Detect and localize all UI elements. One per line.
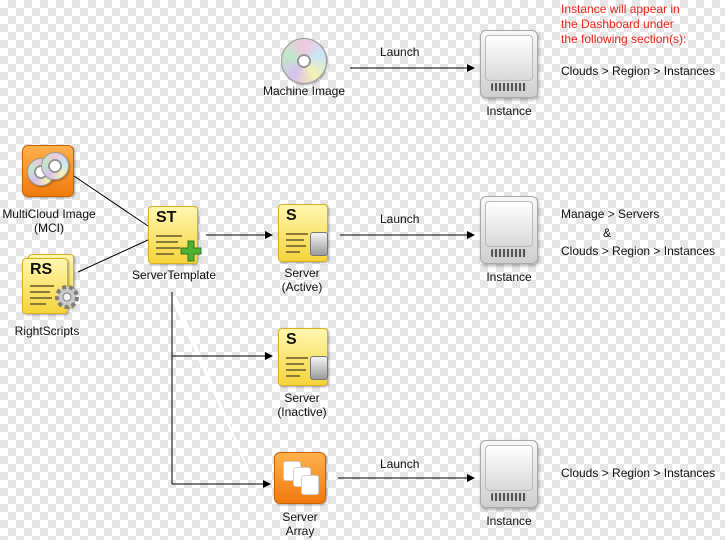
server-inactive-label-line1: Server (284, 391, 320, 405)
server-array-icon (274, 452, 326, 504)
server-active-drive-icon (310, 232, 328, 256)
gear-icon (55, 285, 79, 309)
launch-label-1: Launch (380, 45, 420, 59)
s-letter-inactive: S (286, 331, 297, 348)
section-label-ampersand: & (603, 226, 612, 240)
mci-disc-icon-2 (41, 152, 69, 180)
server-active-label-line1: Server (284, 266, 320, 280)
server-active-label: Server (Active) (262, 266, 342, 294)
plus-icon (180, 240, 202, 262)
array-shadow-wedge (170, 296, 270, 520)
section-label-row4: Clouds > Region > Instances (561, 466, 716, 480)
server-array-label-line1: Server (282, 510, 318, 524)
launch-label-3: Launch (380, 457, 420, 471)
instance-label-3: Instance (486, 514, 532, 528)
section-label-manage-servers: Manage > Servers (561, 207, 660, 221)
note-line-2: the Dashboard under (561, 17, 674, 31)
dashboard-note: Instance will appear in the Dashboard un… (561, 2, 686, 47)
servertemplate-label: ServerTemplate (131, 268, 217, 282)
section-label-row1: Clouds > Region > Instances (561, 64, 716, 78)
server-array-label: Server Array (262, 510, 338, 538)
mci-to-servertemplate-line (73, 175, 149, 227)
mci-icon (22, 145, 74, 197)
instance-icon-1 (480, 30, 538, 98)
instance-icon-3 (480, 440, 538, 508)
mci-label-line1: MultiCloud Image (2, 207, 96, 221)
rightscripts-to-servertemplate-line (77, 239, 149, 273)
note-line-1: Instance will appear in (561, 2, 680, 16)
instance-label-2: Instance (486, 270, 532, 284)
rightscripts-label: RightScripts (14, 324, 80, 338)
rs-letters: RS (30, 261, 53, 278)
server-inactive-label-line2: (Inactive) (277, 405, 327, 419)
server-active-label-line2: (Active) (281, 280, 323, 294)
s-letter-active: S (286, 207, 297, 224)
array-page-3 (301, 475, 319, 495)
instance-icon-2 (480, 196, 538, 264)
launch-label-2: Launch (380, 212, 420, 226)
st-letters: ST (156, 209, 177, 226)
section-label-row2: Clouds > Region > Instances (561, 244, 716, 258)
instance-label-1: Instance (486, 104, 532, 118)
server-array-label-line2: Array (285, 524, 315, 538)
machine-image-label: Machine Image (262, 84, 346, 98)
server-inactive-label: Server (Inactive) (262, 391, 342, 419)
machine-image-disc-icon (281, 38, 327, 84)
note-line-3: the following section(s): (561, 32, 687, 46)
server-inactive-drive-icon (310, 356, 328, 380)
mci-label-line2: (MCI) (34, 221, 64, 235)
mci-label: MultiCloud Image (MCI) (0, 207, 98, 235)
